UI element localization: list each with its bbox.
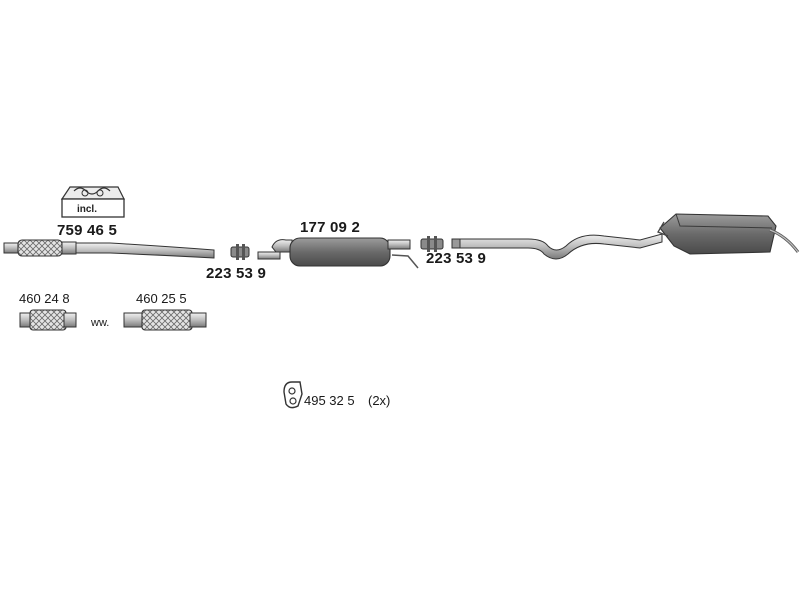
rear-pipe-and-silencer [451,213,800,260]
kit-incl-label: incl. [76,204,97,215]
part-number-759465: 759 46 5 [57,222,117,239]
part-number-495325: 495 32 5 [304,393,355,408]
part-number-460248: 460 24 8 [19,291,70,306]
part-number-177092: 177 09 2 [300,219,360,236]
clamp-rear-shape [420,236,444,252]
centre-silencer-shape [257,237,419,269]
flex-pipe-b [123,309,207,331]
clamp-front-shape [230,244,250,260]
rubber-hanger-icon [283,381,303,409]
part-number-clamp-rear: 223 53 9 [426,250,486,267]
gasket-kit-box [60,186,125,218]
flex-pipe-a [19,309,77,331]
quantity-label: (2x) [368,393,391,408]
part-number-460255: 460 25 5 [136,291,187,306]
alternative-label: ww. [91,317,110,329]
part-number-clamp-front: 223 53 9 [206,265,266,282]
front-pipe [3,239,215,259]
